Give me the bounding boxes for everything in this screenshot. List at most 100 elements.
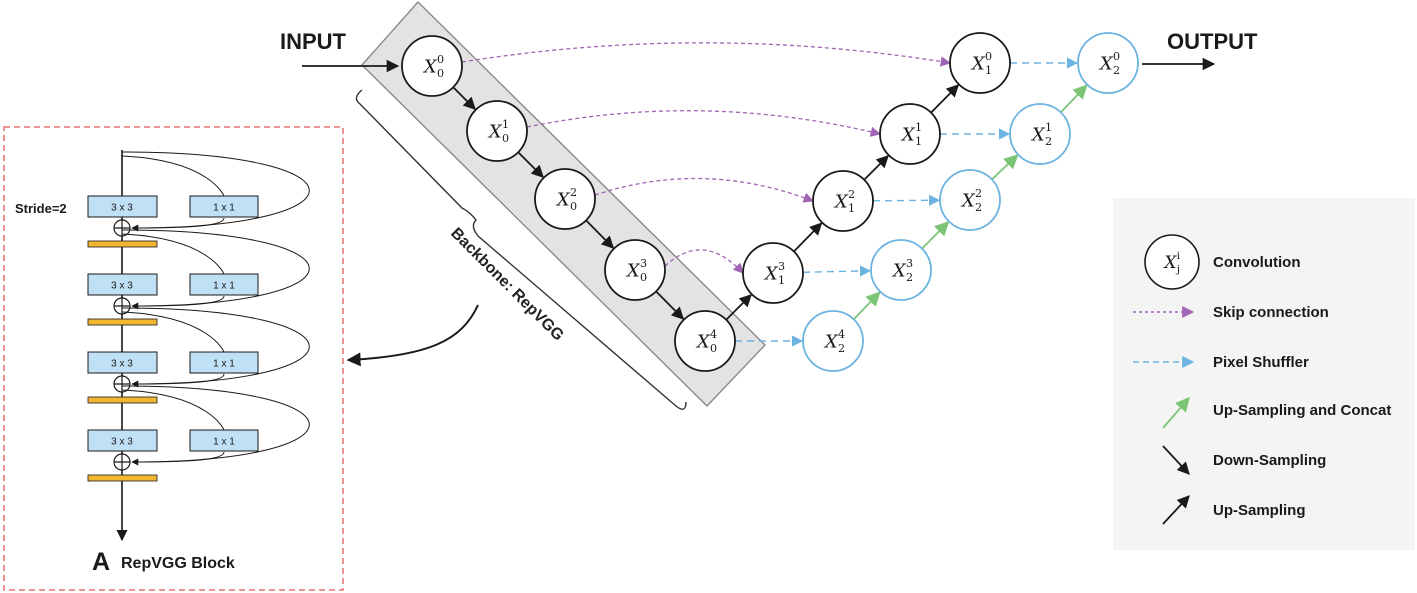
edge-skip-x10-x11 bbox=[526, 110, 882, 137]
node-circle bbox=[939, 169, 1001, 231]
legend-node-symbol bbox=[1144, 234, 1200, 290]
conv3x3-box bbox=[87, 429, 158, 452]
bn-bar bbox=[87, 396, 158, 404]
legend-label: Down-Sampling bbox=[1213, 452, 1326, 469]
input-label: INPUT bbox=[280, 29, 347, 54]
node-circle bbox=[534, 168, 596, 230]
bn-bar bbox=[87, 474, 158, 482]
legend-down-arrow bbox=[1162, 445, 1190, 475]
conv1x1-box bbox=[189, 195, 259, 218]
repvgg-row: 3 x 3 1 x 1 bbox=[87, 385, 310, 482]
conv1x1-label: 1 x 1 bbox=[213, 281, 235, 292]
conv1x1-box bbox=[189, 351, 259, 374]
legend-label: Pixel Shuffler bbox=[1213, 354, 1309, 371]
edge-up-x31-x21 bbox=[793, 222, 823, 253]
edge-skip-x20-x21 bbox=[594, 177, 814, 203]
edge-shuffle-x21-x22 bbox=[872, 194, 941, 206]
branch-1x1-out bbox=[131, 217, 225, 229]
legend-label: Up-Sampling bbox=[1213, 502, 1306, 519]
repvgg-block-border bbox=[3, 126, 344, 591]
repvgg-title-letter: A bbox=[92, 548, 110, 576]
bn-bar bbox=[87, 318, 158, 326]
branch-1x1-in bbox=[121, 389, 225, 431]
legend-up-arrow bbox=[1162, 495, 1190, 525]
repvgg-row: 3 x 3 1 x 1 bbox=[87, 229, 310, 326]
conv1x1-label: 1 x 1 bbox=[213, 203, 235, 214]
conv3x3-box bbox=[87, 351, 158, 374]
add-icon-cross bbox=[114, 454, 130, 470]
backbone-to-block-arrow bbox=[346, 304, 479, 367]
node-circle bbox=[1009, 103, 1071, 165]
node-circle bbox=[742, 242, 804, 304]
node-circle bbox=[812, 170, 874, 232]
branch-1x1-out bbox=[131, 373, 225, 385]
output-label: OUTPUT bbox=[1167, 29, 1258, 54]
edge-skip-x30-x31 bbox=[664, 249, 744, 274]
edge-upcat-x22-x12 bbox=[991, 154, 1019, 181]
edge-skip-x00-x01 bbox=[461, 42, 952, 67]
edge-up-x11-x01 bbox=[930, 84, 960, 114]
stride-label: Stride=2 bbox=[15, 201, 67, 216]
identity-branch bbox=[121, 307, 310, 388]
edge-down-x20-x30 bbox=[585, 219, 615, 249]
bn-bar bbox=[87, 240, 158, 248]
edge-down-x00-x10 bbox=[452, 86, 476, 110]
conv1x1-label: 1 x 1 bbox=[213, 437, 235, 448]
legend-item-shuffle: Pixel Shuffler bbox=[1133, 354, 1309, 371]
legend-item-up: Up-Sampling bbox=[1162, 495, 1306, 525]
branch-1x1-out bbox=[131, 451, 225, 463]
add-icon-cross bbox=[114, 220, 130, 236]
conv3x3-label: 3 x 3 bbox=[111, 281, 133, 292]
node-circle bbox=[401, 35, 463, 97]
edge-upcat-x32-x22 bbox=[921, 221, 950, 250]
conv1x1-label: 1 x 1 bbox=[213, 359, 235, 370]
branch-1x1-out bbox=[131, 295, 225, 307]
branch-1x1-in bbox=[121, 233, 225, 275]
add-icon-cross bbox=[114, 298, 130, 314]
conv3x3-label: 3 x 3 bbox=[111, 437, 133, 448]
branch-1x1-in bbox=[121, 155, 225, 197]
edge-upcat-x42-x32 bbox=[853, 291, 881, 320]
backbone-brace bbox=[355, 89, 687, 410]
legend-upcat-arrow bbox=[1162, 396, 1190, 429]
branch-1x1-in bbox=[121, 311, 225, 353]
identity-branch bbox=[121, 151, 310, 232]
add-icon-cross bbox=[114, 376, 130, 392]
io-labels: INPUT OUTPUT bbox=[280, 29, 1258, 73]
legend-label: Convolution bbox=[1213, 254, 1300, 271]
identity-branch bbox=[121, 229, 310, 310]
identity-branch bbox=[121, 385, 310, 466]
